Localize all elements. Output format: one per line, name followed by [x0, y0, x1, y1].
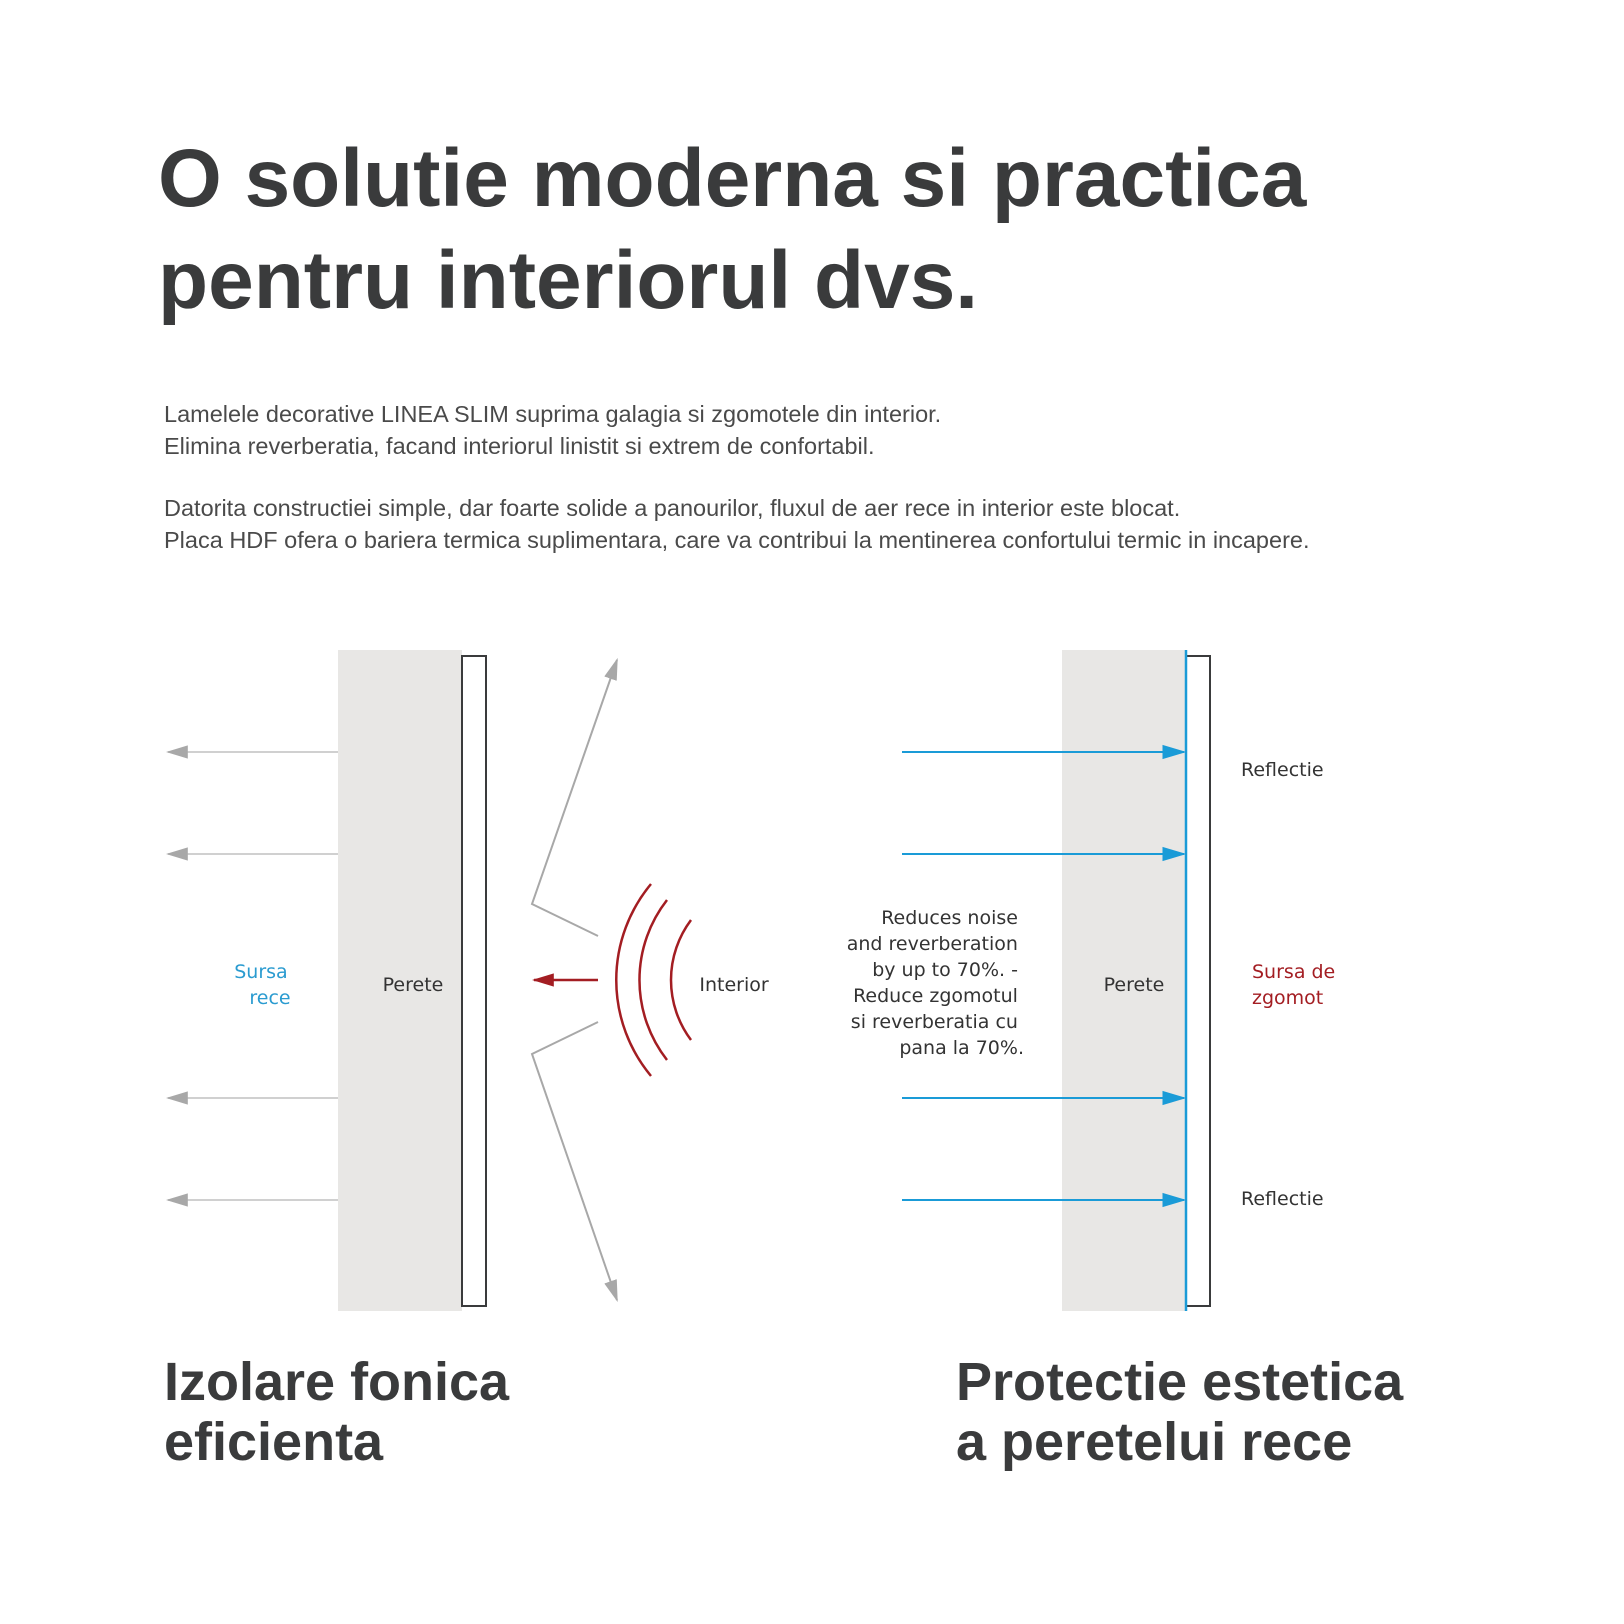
intro-line: Lamelele decorative LINEA SLIM suprima g… — [164, 401, 942, 427]
interior-label: Interior — [699, 974, 768, 996]
headline-line-1: O solutie moderna si practica — [158, 133, 1307, 224]
left-panel — [461, 655, 487, 1307]
intro-line: Datorita constructiei simple, dar foarte… — [164, 495, 1181, 521]
noise-source-label: Sursa de zgomot — [1252, 961, 1341, 1009]
noise-source-line: Sursa de — [1252, 961, 1335, 983]
page-headline: O solutie moderna si practica pentru int… — [158, 128, 1306, 332]
left-wall — [338, 650, 462, 1311]
benefit-line: and reverberation — [847, 933, 1018, 955]
left-diagram: Sursa rece Perete Interior — [165, 650, 769, 1311]
benefit-line: pana la 70%. — [899, 1037, 1024, 1059]
noise-source-line: zgomot — [1252, 987, 1323, 1009]
cold-blocked-arrows — [902, 744, 1187, 1208]
left-caption: Izolare fonica eficienta — [164, 1352, 509, 1472]
cold-flow-arrows — [165, 745, 338, 1207]
right-panel — [1185, 655, 1211, 1307]
right-wall-label: Perete — [1104, 974, 1165, 996]
intro-paragraph-1: Lamelele decorative LINEA SLIM suprima g… — [164, 398, 1310, 462]
reflection-arrow-down — [530, 1021, 618, 1303]
right-caption: Protectie estetica a peretelui rece — [956, 1352, 1403, 1472]
benefit-text: Reduces noise and reverberation by up to… — [847, 907, 1024, 1059]
cold-source-line: Sursa — [234, 961, 287, 983]
left-caption-line: eficienta — [164, 1412, 384, 1472]
intro-paragraph-2: Datorita constructiei simple, dar foarte… — [164, 492, 1310, 556]
benefit-line: Reduces noise — [881, 907, 1018, 929]
intro-text: Lamelele decorative LINEA SLIM suprima g… — [164, 398, 1310, 586]
benefit-line: Reduce zgomotul — [853, 985, 1018, 1007]
left-caption-line: Izolare fonica — [164, 1352, 510, 1412]
right-caption-line: a peretelui rece — [956, 1412, 1353, 1472]
intro-line: Placa HDF ofera o bariera termica suplim… — [164, 527, 1310, 553]
reflection-arrows — [530, 657, 618, 1303]
sound-wave-icon — [615, 883, 693, 1077]
reflection-bottom-label: Reflectie — [1241, 1188, 1324, 1210]
headline-line-2: pentru interiorul dvs. — [158, 235, 979, 326]
reflection-arrow-up — [530, 657, 618, 937]
cold-source-label: Sursa rece — [234, 961, 294, 1009]
benefit-line: si reverberatia cu — [851, 1011, 1018, 1033]
right-caption-line: Protectie estetica — [956, 1352, 1404, 1412]
cold-source-line: rece — [249, 987, 290, 1009]
benefit-line: by up to 70%. - — [872, 959, 1018, 981]
left-wall-label: Perete — [383, 974, 444, 996]
right-diagram: Reduces noise and reverberation by up to… — [847, 650, 1341, 1311]
reflection-top-label: Reflectie — [1241, 759, 1324, 781]
intro-line: Elimina reverberatia, facand interiorul … — [164, 433, 875, 459]
